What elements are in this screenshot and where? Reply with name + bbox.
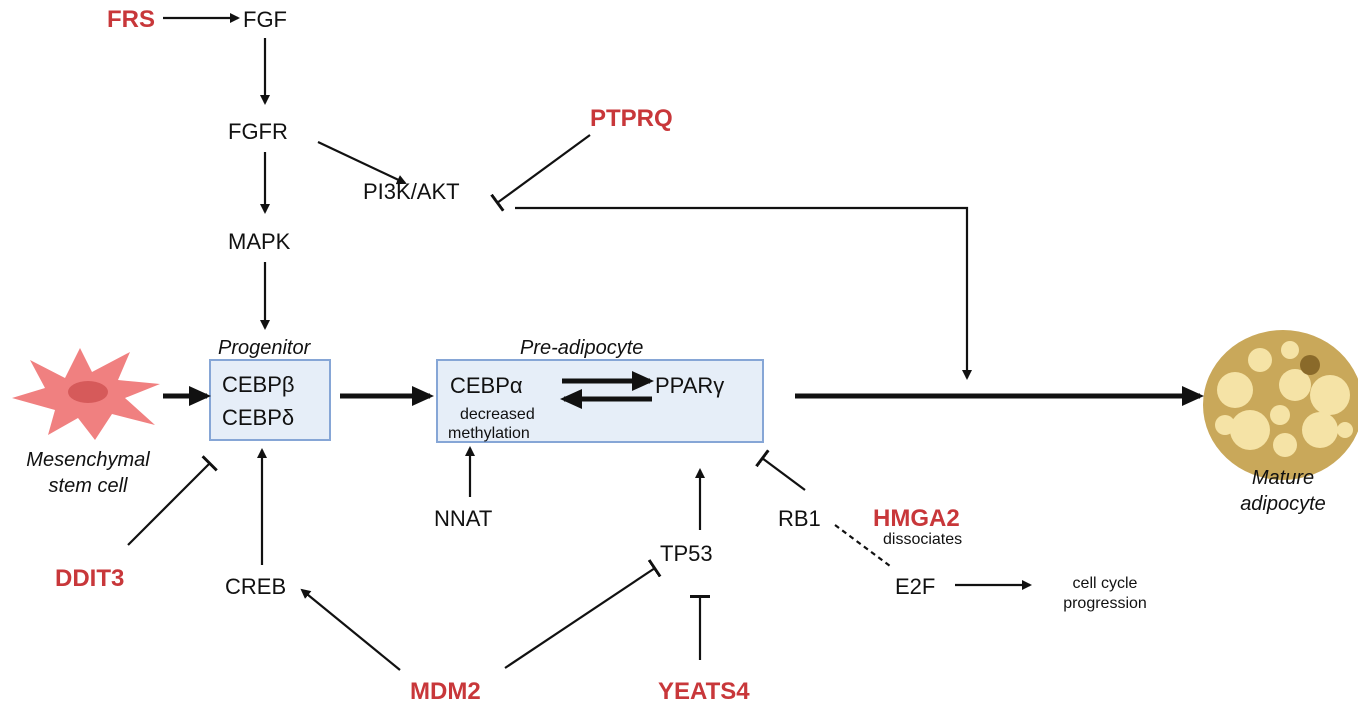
gene-hmga2: HMGA2 [873,505,960,532]
gene-ptprq: PTPRQ [590,105,673,132]
node-pi3k-akt: PI3K/AKT [363,179,460,204]
progenitor-box [209,359,331,441]
node-creb: CREB [225,574,286,599]
progenitor-label: Progenitor [218,337,312,359]
node-rb1: RB1 [778,506,821,531]
node-fgfr: FGFR [228,119,288,144]
mesenchymal-stem-cell-icon [12,348,160,440]
gene-ddit3: DDIT3 [55,565,124,592]
arrow-fgfr-pi3k [317,141,407,185]
msc-label-1: Mesenchymal [26,449,150,471]
mature-adipocyte-icon [1203,330,1358,480]
node-nnat: NNAT [434,506,492,531]
msc-label-2: stem cell [49,475,128,497]
arrow-pi3k-mature [515,206,972,380]
node-fgf: FGF [243,7,287,32]
mature-label-2: adipocyte [1240,493,1326,515]
dissociates-text: dissociates [883,531,962,548]
node-cebpb: CEBPβ [222,372,295,397]
edges [127,13,1204,671]
node-pparg: PPARγ [655,373,724,398]
node-cebpd: CEBPδ [222,405,294,430]
gene-frs: FRS [107,6,155,33]
gene-yeats4: YEATS4 [658,678,750,705]
inhibit-rb1-preadipocyte [755,449,806,491]
dashed-rb1-e2f [834,524,891,567]
cell-cycle-text-2: progression [1063,595,1147,612]
methylation-text: methylation [448,425,530,442]
inhibit-ddit3-progenitor [127,455,218,546]
inhibit-ptprq-pi3k [490,134,591,212]
node-cebpa: CEBPα [450,373,523,398]
node-mapk: MAPK [228,229,291,254]
cell-cycle-text-1: cell cycle [1073,575,1138,592]
inhibit-mdm2-tp53 [504,559,662,669]
node-tp53: TP53 [660,541,713,566]
gene-mdm2: MDM2 [410,678,481,705]
node-e2f: E2F [895,574,935,599]
decreased-text: decreased [460,406,535,423]
preadipocyte-label: Pre-adipocyte [520,337,643,359]
mature-label-1: Mature [1252,467,1314,489]
arrow-mdm2-creb [300,588,401,671]
